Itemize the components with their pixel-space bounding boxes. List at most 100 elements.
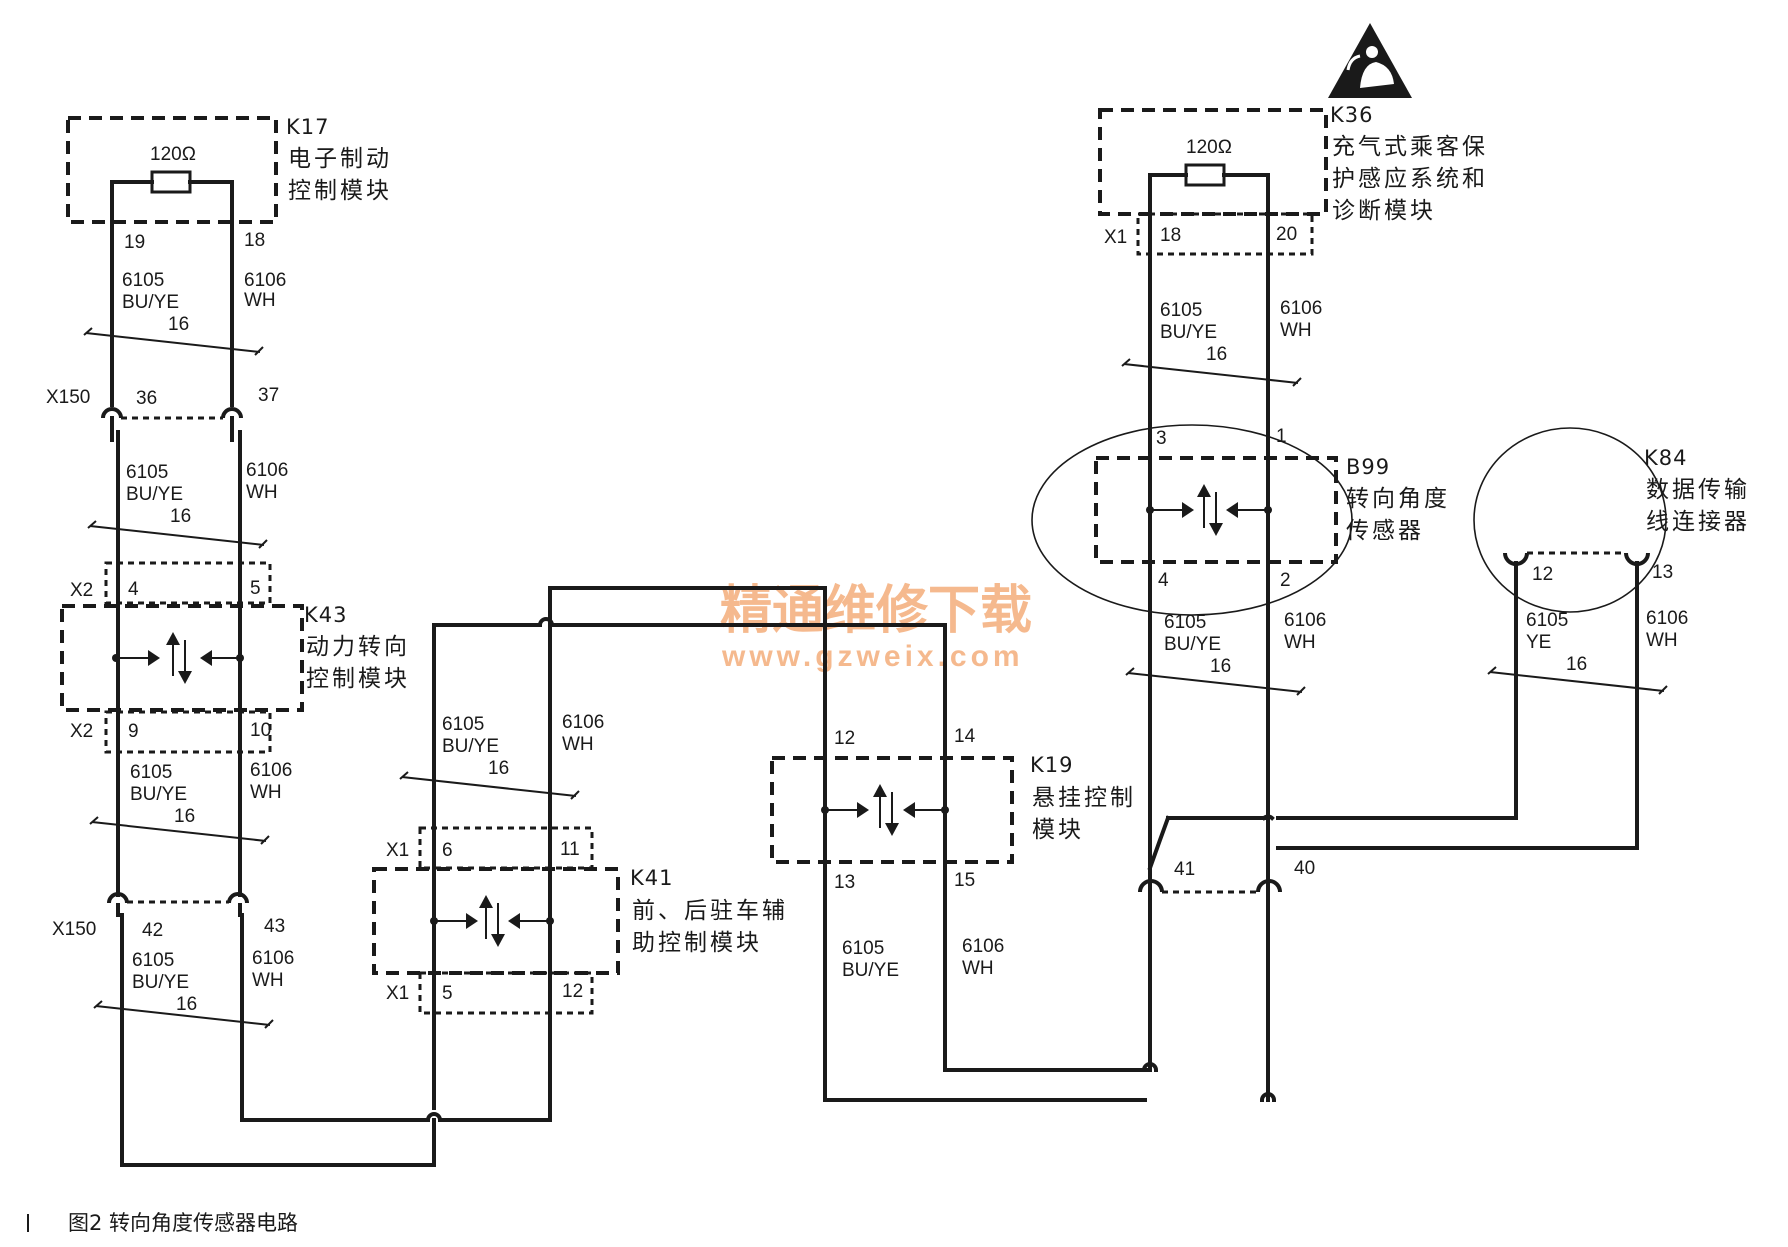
wire-circuit-label: 6105 — [1526, 610, 1568, 631]
wire-color-label: BU/YE — [842, 960, 899, 981]
k36-x1-connector — [1136, 212, 1314, 256]
pin-k19-12: 12 — [834, 728, 855, 749]
splice-41-plug — [1138, 879, 1164, 893]
pin-x150-43: 43 — [264, 916, 285, 937]
k84-ref: K84 — [1644, 446, 1688, 470]
pin-k84-13: 13 — [1652, 562, 1673, 583]
k17-resistor-label: 120Ω — [150, 144, 196, 165]
middle-harness — [372, 586, 1152, 1123]
wire-color-label: BU/YE — [132, 972, 189, 993]
k19-transceiver-icon — [821, 784, 949, 836]
x150-upper-left-plug — [101, 407, 123, 419]
pin-k43-5: 5 — [250, 578, 261, 599]
k43-ref: K43 — [304, 603, 348, 627]
wire-circuit-label: 6106 — [250, 760, 292, 781]
b99-transceiver-icon — [1146, 484, 1272, 536]
pin-x150-37: 37 — [258, 385, 279, 406]
wire-color-label: BU/YE — [122, 292, 179, 313]
k41-conn-bottom-label: X1 — [386, 983, 409, 1004]
k41-transceiver-icon — [430, 895, 554, 947]
k43-conn-top-label: X2 — [70, 580, 93, 601]
wire-color-label: WH — [244, 290, 276, 311]
wire-gauge-label: 16 — [1206, 344, 1227, 365]
pin-k36-20: 20 — [1276, 224, 1297, 245]
wire-gauge-label: 16 — [1210, 656, 1231, 677]
wire-gauge-label: 16 — [170, 506, 191, 527]
b99-ref: B99 — [1346, 455, 1390, 479]
wire-color-label: BU/YE — [130, 784, 187, 805]
k41-module-box — [372, 867, 620, 975]
wire-circuit-label: 6105 — [1164, 612, 1206, 633]
k43-x2-bottom-connector — [104, 710, 272, 754]
k43-name-line1: 动力转向 — [306, 634, 410, 660]
pin-k43-4: 4 — [128, 579, 139, 600]
wire-circuit-label: 6105 — [122, 270, 164, 291]
pin-k19-13: 13 — [834, 872, 855, 893]
k43-module-box — [60, 604, 304, 712]
wire-circuit-label: 6106 — [562, 712, 604, 733]
pin-k43-9: 9 — [128, 721, 139, 742]
x150-upper-right-plug — [221, 407, 243, 419]
wire-circuit-label: 6105 — [132, 950, 174, 971]
b99-sensor-box — [1094, 456, 1338, 564]
k41-conn-top-label: X1 — [386, 840, 409, 861]
pin-k19-15: 15 — [954, 870, 975, 891]
pin-b99-3: 3 — [1156, 428, 1167, 449]
k43-conn-bottom-label: X2 — [70, 721, 93, 742]
figure-caption: 图2 转向角度传感器电路 — [68, 1211, 298, 1235]
k43-x2-top-connector — [104, 561, 272, 605]
wire-color-label: WH — [562, 734, 594, 755]
pin-k19-14: 14 — [954, 726, 976, 747]
pin-k17-18: 18 — [244, 230, 265, 251]
k41-ref: K41 — [630, 866, 674, 890]
k19-module-box — [770, 756, 1014, 864]
wire-circuit-label: 6106 — [1646, 608, 1688, 629]
airbag-warning-icon — [1328, 23, 1412, 98]
k36-name-line3: 诊断模块 — [1332, 198, 1436, 224]
wire-color-label: WH — [252, 970, 284, 991]
pin-k41-11: 11 — [560, 839, 580, 860]
wire-circuit-label: 6106 — [962, 936, 1004, 957]
k43-name-line2: 控制模块 — [306, 666, 410, 692]
wire-gauge-label: 16 — [488, 758, 509, 779]
wire-color-label: WH — [246, 482, 278, 503]
wire-circuit-label: 6105 — [1160, 300, 1202, 321]
k17-name-line1: 电子制动 — [288, 146, 392, 172]
pin-k41-6: 6 — [442, 840, 453, 861]
wire-circuit-label: 6105 — [126, 462, 168, 483]
wire-color-label: BU/YE — [442, 736, 499, 757]
wire-color-label: YE — [1526, 632, 1551, 653]
k19-name-line1: 悬挂控制 — [1032, 785, 1136, 811]
k84-name-line1: 数据传输 — [1646, 477, 1750, 503]
wire-circuit-label: 6105 — [842, 938, 884, 959]
k84-name-line2: 线连接器 — [1646, 509, 1750, 535]
k36-name-line2: 护感应系统和 — [1332, 166, 1488, 192]
pin-b99-1: 1 — [1276, 426, 1287, 447]
wire-circuit-label: 6105 — [130, 762, 172, 783]
wire-gauge-label: 16 — [176, 994, 197, 1015]
wire-circuit-label: 6106 — [1280, 298, 1322, 319]
pin-x150-36: 36 — [136, 388, 157, 409]
b99-name-line1: 转向角度 — [1346, 486, 1450, 512]
wire-gauge-label: 16 — [168, 314, 189, 335]
pin-x150-42: 42 — [142, 920, 163, 941]
pin-b99-4: 4 — [1158, 570, 1169, 591]
b99-name-line2: 传感器 — [1346, 518, 1424, 544]
pin-k43-10: 10 — [250, 720, 271, 741]
b99-highlight-ellipse — [1031, 424, 1353, 616]
wire-color-label: BU/YE — [1160, 322, 1217, 343]
pin-b99-2: 2 — [1280, 570, 1291, 591]
wire-circuit-label: 6106 — [1284, 610, 1326, 631]
wire-gauge-label: 16 — [174, 806, 195, 827]
k17-terminating-resistor — [150, 170, 192, 194]
pin-k41-5: 5 — [442, 983, 453, 1004]
pin-k17-19: 19 — [124, 232, 145, 253]
k41-name-line2: 助控制模块 — [632, 930, 762, 956]
wire-circuit-label: 6106 — [252, 948, 294, 969]
k36-ref: K36 — [1330, 103, 1374, 127]
right-harness — [1031, 108, 1668, 1103]
k19-name-line2: 模块 — [1032, 817, 1084, 843]
k36-resistor-label: 120Ω — [1186, 137, 1232, 158]
pin-splice-41: 41 — [1174, 859, 1195, 880]
k43-transceiver-icon — [112, 632, 244, 684]
